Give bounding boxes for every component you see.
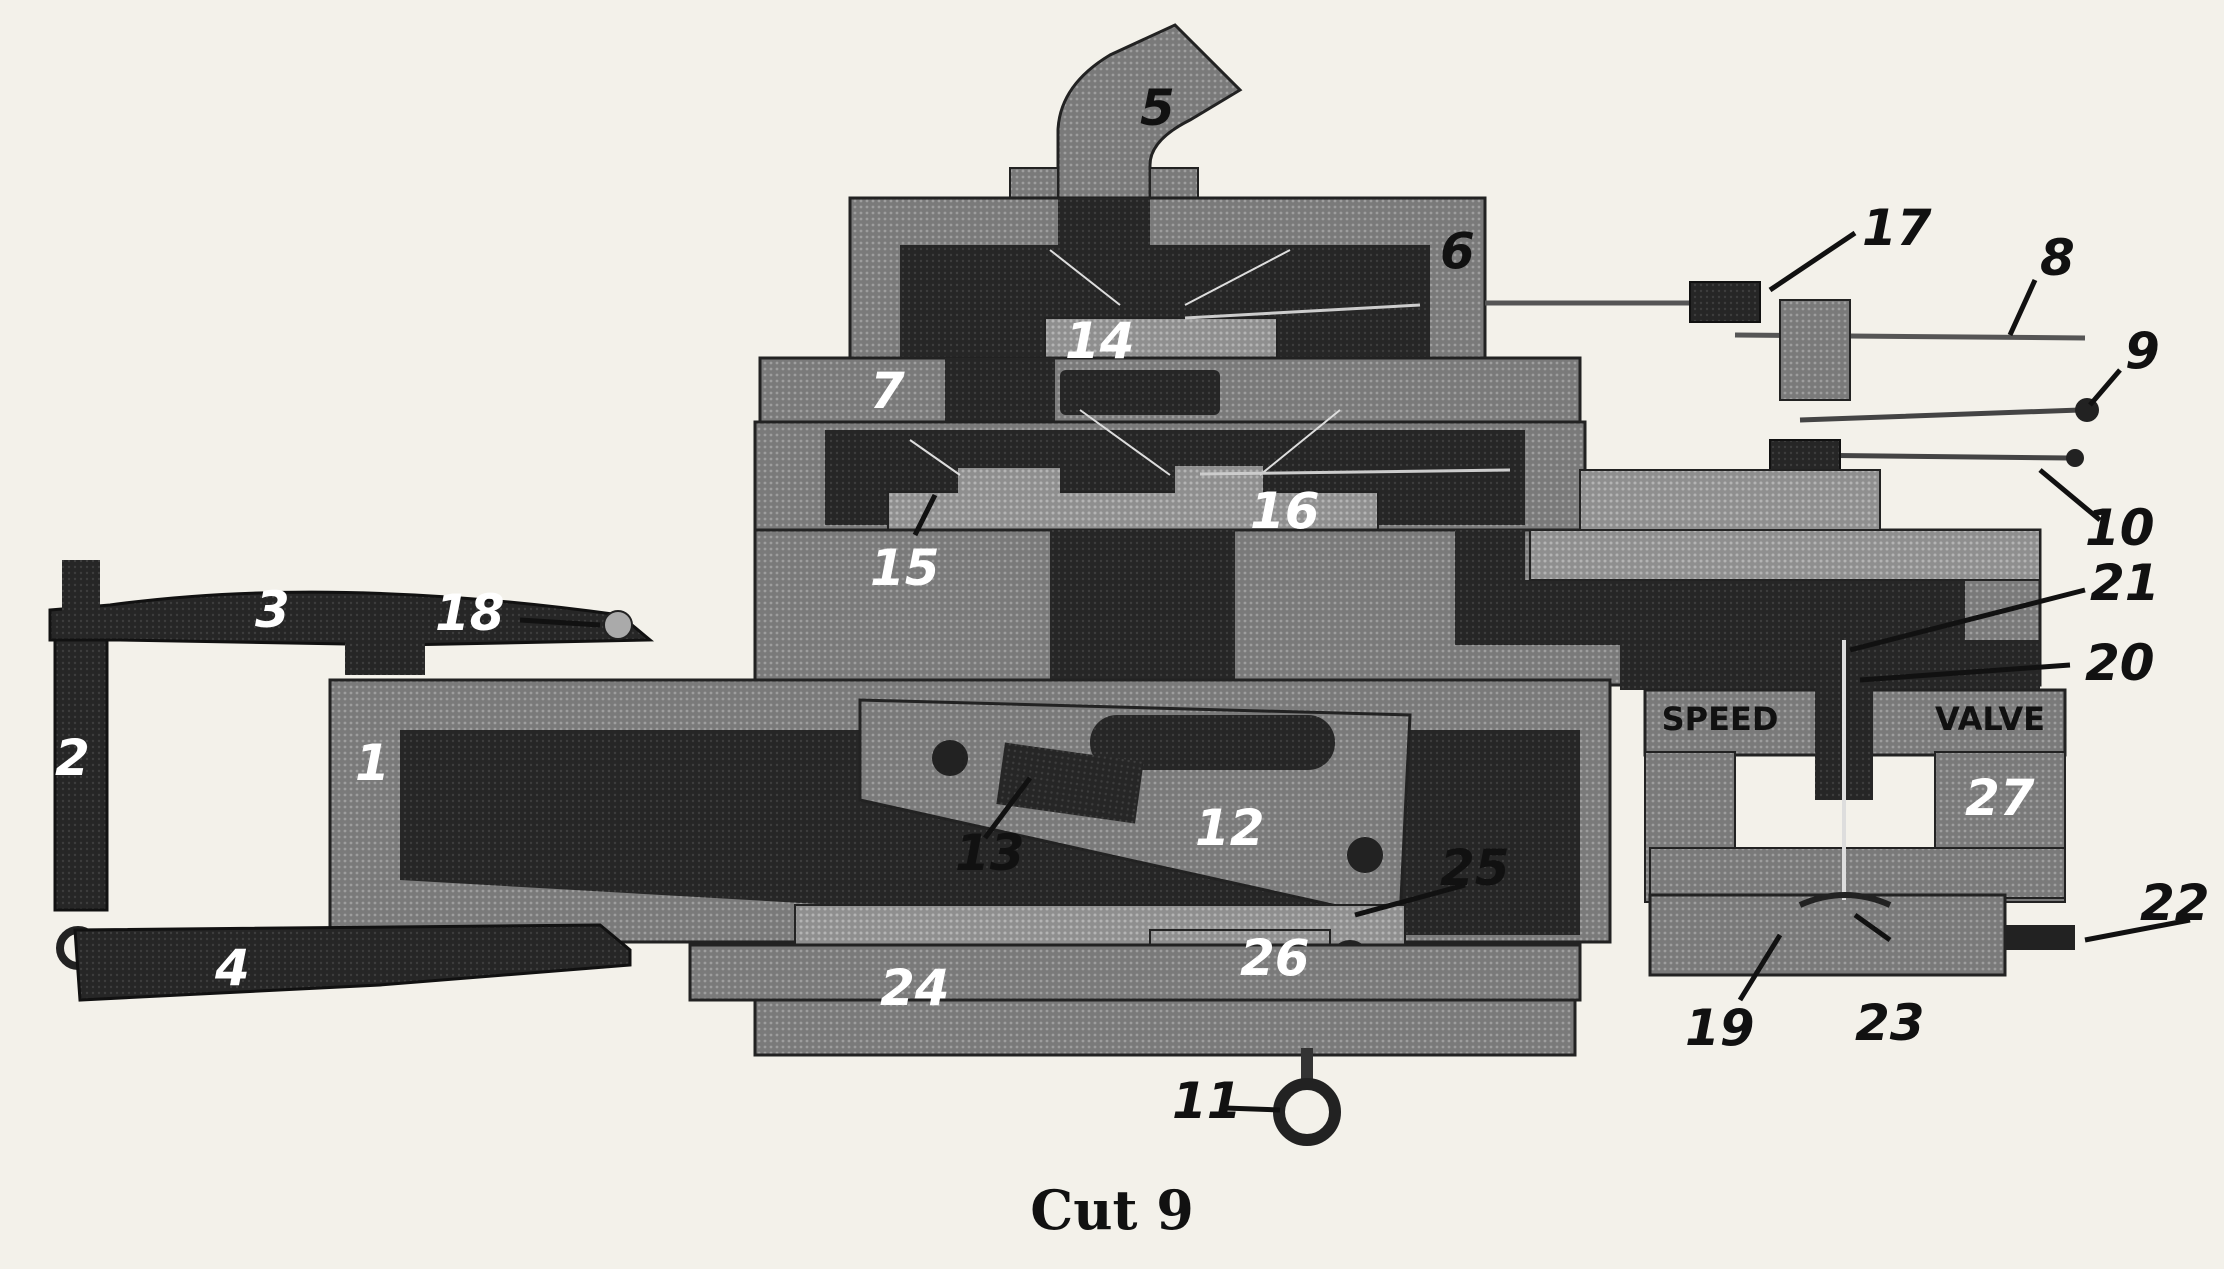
part-label-17: 17 [1862, 199, 1932, 257]
leader-lines [519, 230, 2191, 1113]
middle-chest [753, 356, 1587, 534]
part-label-16: 16 [1250, 482, 1320, 540]
part-label-3: 3 [255, 581, 290, 639]
plate-text-valve: VALVE [1935, 700, 2045, 738]
part-label-9: 9 [2125, 322, 2160, 380]
eye-bolt [1273, 1048, 1341, 1146]
part-label-1: 1 [355, 734, 390, 792]
part-label-15: 15 [870, 539, 940, 597]
part-label-26: 26 [1240, 929, 1310, 987]
part-label-5: 5 [1140, 79, 1175, 137]
part-label-21: 21 [2090, 554, 2160, 612]
part-label-10: 10 [2085, 499, 2155, 557]
figure-caption: Cut 9 [1030, 1178, 1194, 1242]
part-label-4: 4 [214, 939, 250, 997]
part-label-18: 18 [435, 584, 505, 642]
part-label-27: 27 [1965, 769, 2035, 827]
top-wind-chest [848, 196, 1487, 365]
speed-valve-housing: SPEED VALVE [1620, 640, 2075, 977]
part-label-12: 12 [1195, 799, 1265, 857]
part-labels: 1 2 3 4 5 6 7 8 9 10 11 12 13 14 15 16 1… [55, 79, 2210, 1130]
part-label-23: 23 [1855, 994, 1925, 1052]
part-label-22: 22 [2140, 874, 2210, 932]
linkage-arms [1485, 281, 2099, 531]
part-label-19: 19 [1685, 999, 1755, 1057]
part-label-25: 25 [1440, 839, 1510, 897]
part-label-2: 2 [55, 729, 90, 787]
part-label-20: 20 [2085, 634, 2155, 692]
lever-and-spring [48, 560, 655, 1002]
part-label-11: 11 [1172, 1072, 1242, 1130]
part-label-6: 6 [1440, 222, 1475, 280]
plate-text-speed: SPEED [1662, 700, 1779, 738]
part-label-14: 14 [1065, 312, 1135, 370]
elbow-pipe [1009, 23, 1243, 202]
part-label-13: 13 [955, 824, 1025, 882]
part-label-8: 8 [2040, 229, 2075, 287]
part-label-7: 7 [870, 362, 905, 420]
part-label-24: 24 [880, 959, 950, 1017]
lower-pouch-box [328, 678, 1612, 1057]
